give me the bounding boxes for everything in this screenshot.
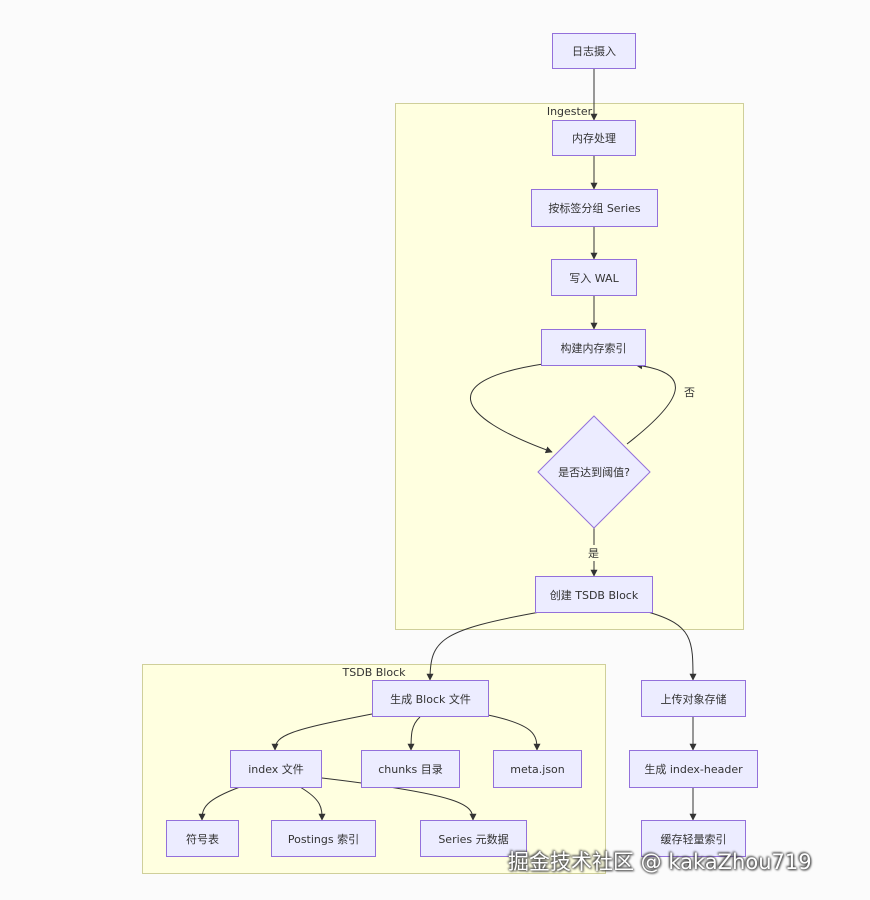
node-build-index: 构建内存索引 bbox=[541, 329, 646, 366]
edge-index-to-postings bbox=[299, 786, 326, 821]
edge-create-to-upload bbox=[647, 611, 697, 681]
threshold-diamond bbox=[537, 415, 651, 529]
node-write-wal: 写入 WAL bbox=[551, 259, 637, 296]
edge-genblock-to-index bbox=[271, 713, 373, 751]
node-symbol-table: 符号表 bbox=[166, 820, 239, 857]
node-create-block: 创建 TSDB Block bbox=[535, 576, 653, 613]
edge-threshold-no-loop bbox=[626, 362, 676, 445]
edge-build-to-threshold bbox=[470, 363, 553, 454]
node-chunks-dir: chunks 目录 bbox=[361, 750, 460, 788]
ingester-cluster-label: Ingester bbox=[546, 105, 593, 118]
edge-label-no: 否 bbox=[684, 384, 695, 400]
tsdb-block-cluster-label: TSDB Block bbox=[342, 666, 406, 679]
node-upload-storage: 上传对象存储 bbox=[641, 680, 746, 717]
node-gen-index-header: 生成 index-header bbox=[629, 750, 758, 788]
watermark: 掘金技术社区 @ kakaZhou719 bbox=[508, 850, 812, 874]
edge-genblock-to-meta bbox=[487, 714, 541, 751]
node-group-series: 按标签分组 Series bbox=[531, 189, 658, 227]
node-postings-index: Postings 索引 bbox=[271, 820, 376, 857]
node-meta-json: meta.json bbox=[493, 750, 582, 788]
node-log-ingest: 日志摄入 bbox=[552, 33, 636, 69]
node-cache-index: 缓存轻量索引 bbox=[641, 820, 746, 857]
edge-genblock-to-chunks bbox=[407, 716, 421, 751]
node-index-file: index 文件 bbox=[230, 750, 322, 788]
node-threshold-label: 是否达到阈值? bbox=[558, 466, 630, 479]
edge-label-yes: 是 bbox=[588, 545, 599, 561]
node-series-meta: Series 元数据 bbox=[420, 820, 527, 857]
node-gen-block-file: 生成 Block 文件 bbox=[372, 680, 489, 717]
edge-create-to-genblock bbox=[426, 611, 541, 681]
node-memory-process: 内存处理 bbox=[552, 120, 636, 156]
edge-index-to-symbol bbox=[198, 786, 241, 821]
